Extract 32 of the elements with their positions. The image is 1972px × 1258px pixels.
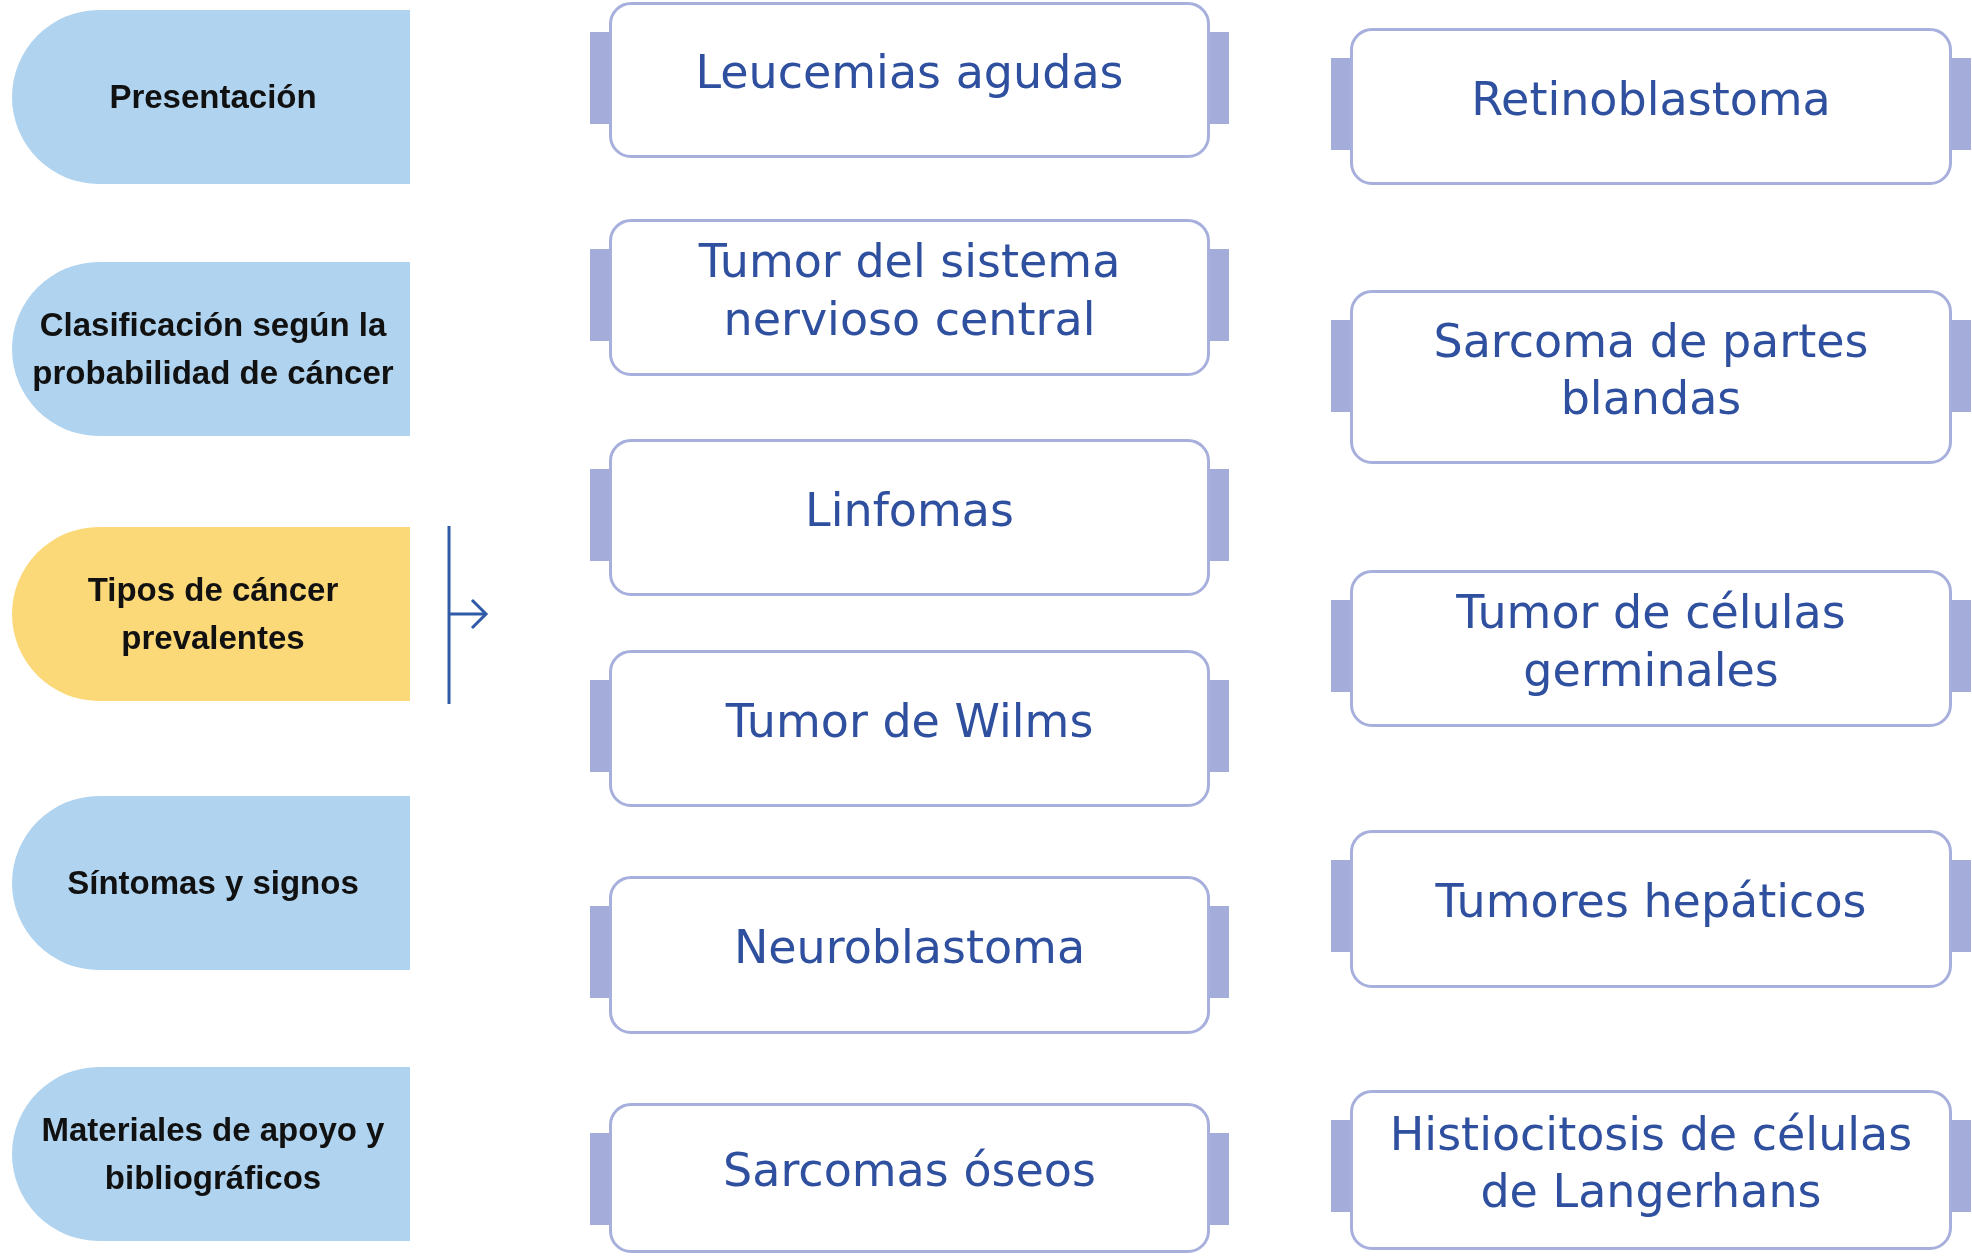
cancer-type-card xyxy=(587,2,1232,158)
cancer-type-label: Neuroblastoma xyxy=(733,919,1086,977)
cancer-type-card xyxy=(587,439,1232,596)
cancer-type-card xyxy=(1328,570,1972,727)
menu-label: Clasificación según la probabilidad de cáncer xyxy=(31,305,395,393)
menu-tab xyxy=(12,1067,410,1241)
menu-label: Materiales de apoyo y bibliográficos xyxy=(40,1110,386,1198)
cancer-type-label: Leucemias agudas xyxy=(695,44,1124,102)
cancer-type-card xyxy=(587,219,1232,376)
cancer-type-card xyxy=(1328,1090,1972,1250)
menu-label: Tipos de cáncer prevalentes xyxy=(86,570,340,658)
cancer-type-card xyxy=(587,1103,1232,1253)
cancer-type-label: Retinoblastoma xyxy=(1471,70,1831,128)
menu-tab xyxy=(12,10,410,184)
cancer-type-card xyxy=(1328,830,1972,988)
menu-tab xyxy=(12,262,410,436)
cancer-type-label: Tumor de Wilms xyxy=(725,692,1094,750)
cancer-type-label: Histiocitosis de células de Langerhans xyxy=(1388,1105,1914,1220)
cancer-type-label: Tumor de células germinales xyxy=(1455,584,1847,699)
menu-tab xyxy=(12,796,410,970)
cancer-type-card xyxy=(1328,290,1972,464)
menu-label: Presentación xyxy=(109,77,317,118)
cancer-type-label: Sarcoma de partes blandas xyxy=(1432,312,1870,427)
menu-label: Síntomas y signos xyxy=(67,863,359,904)
cancer-type-card xyxy=(587,650,1232,807)
cancer-type-label: Tumores hepáticos xyxy=(1435,873,1867,931)
active-menu-tab xyxy=(12,527,410,701)
cancer-type-label: Sarcomas óseos xyxy=(723,1142,1096,1200)
cancer-type-label: Linfomas xyxy=(805,481,1014,539)
cancer-type-card xyxy=(1328,28,1972,185)
cancer-type-label: Tumor del sistema nervioso central xyxy=(697,233,1122,348)
cancer-type-card xyxy=(587,876,1232,1034)
